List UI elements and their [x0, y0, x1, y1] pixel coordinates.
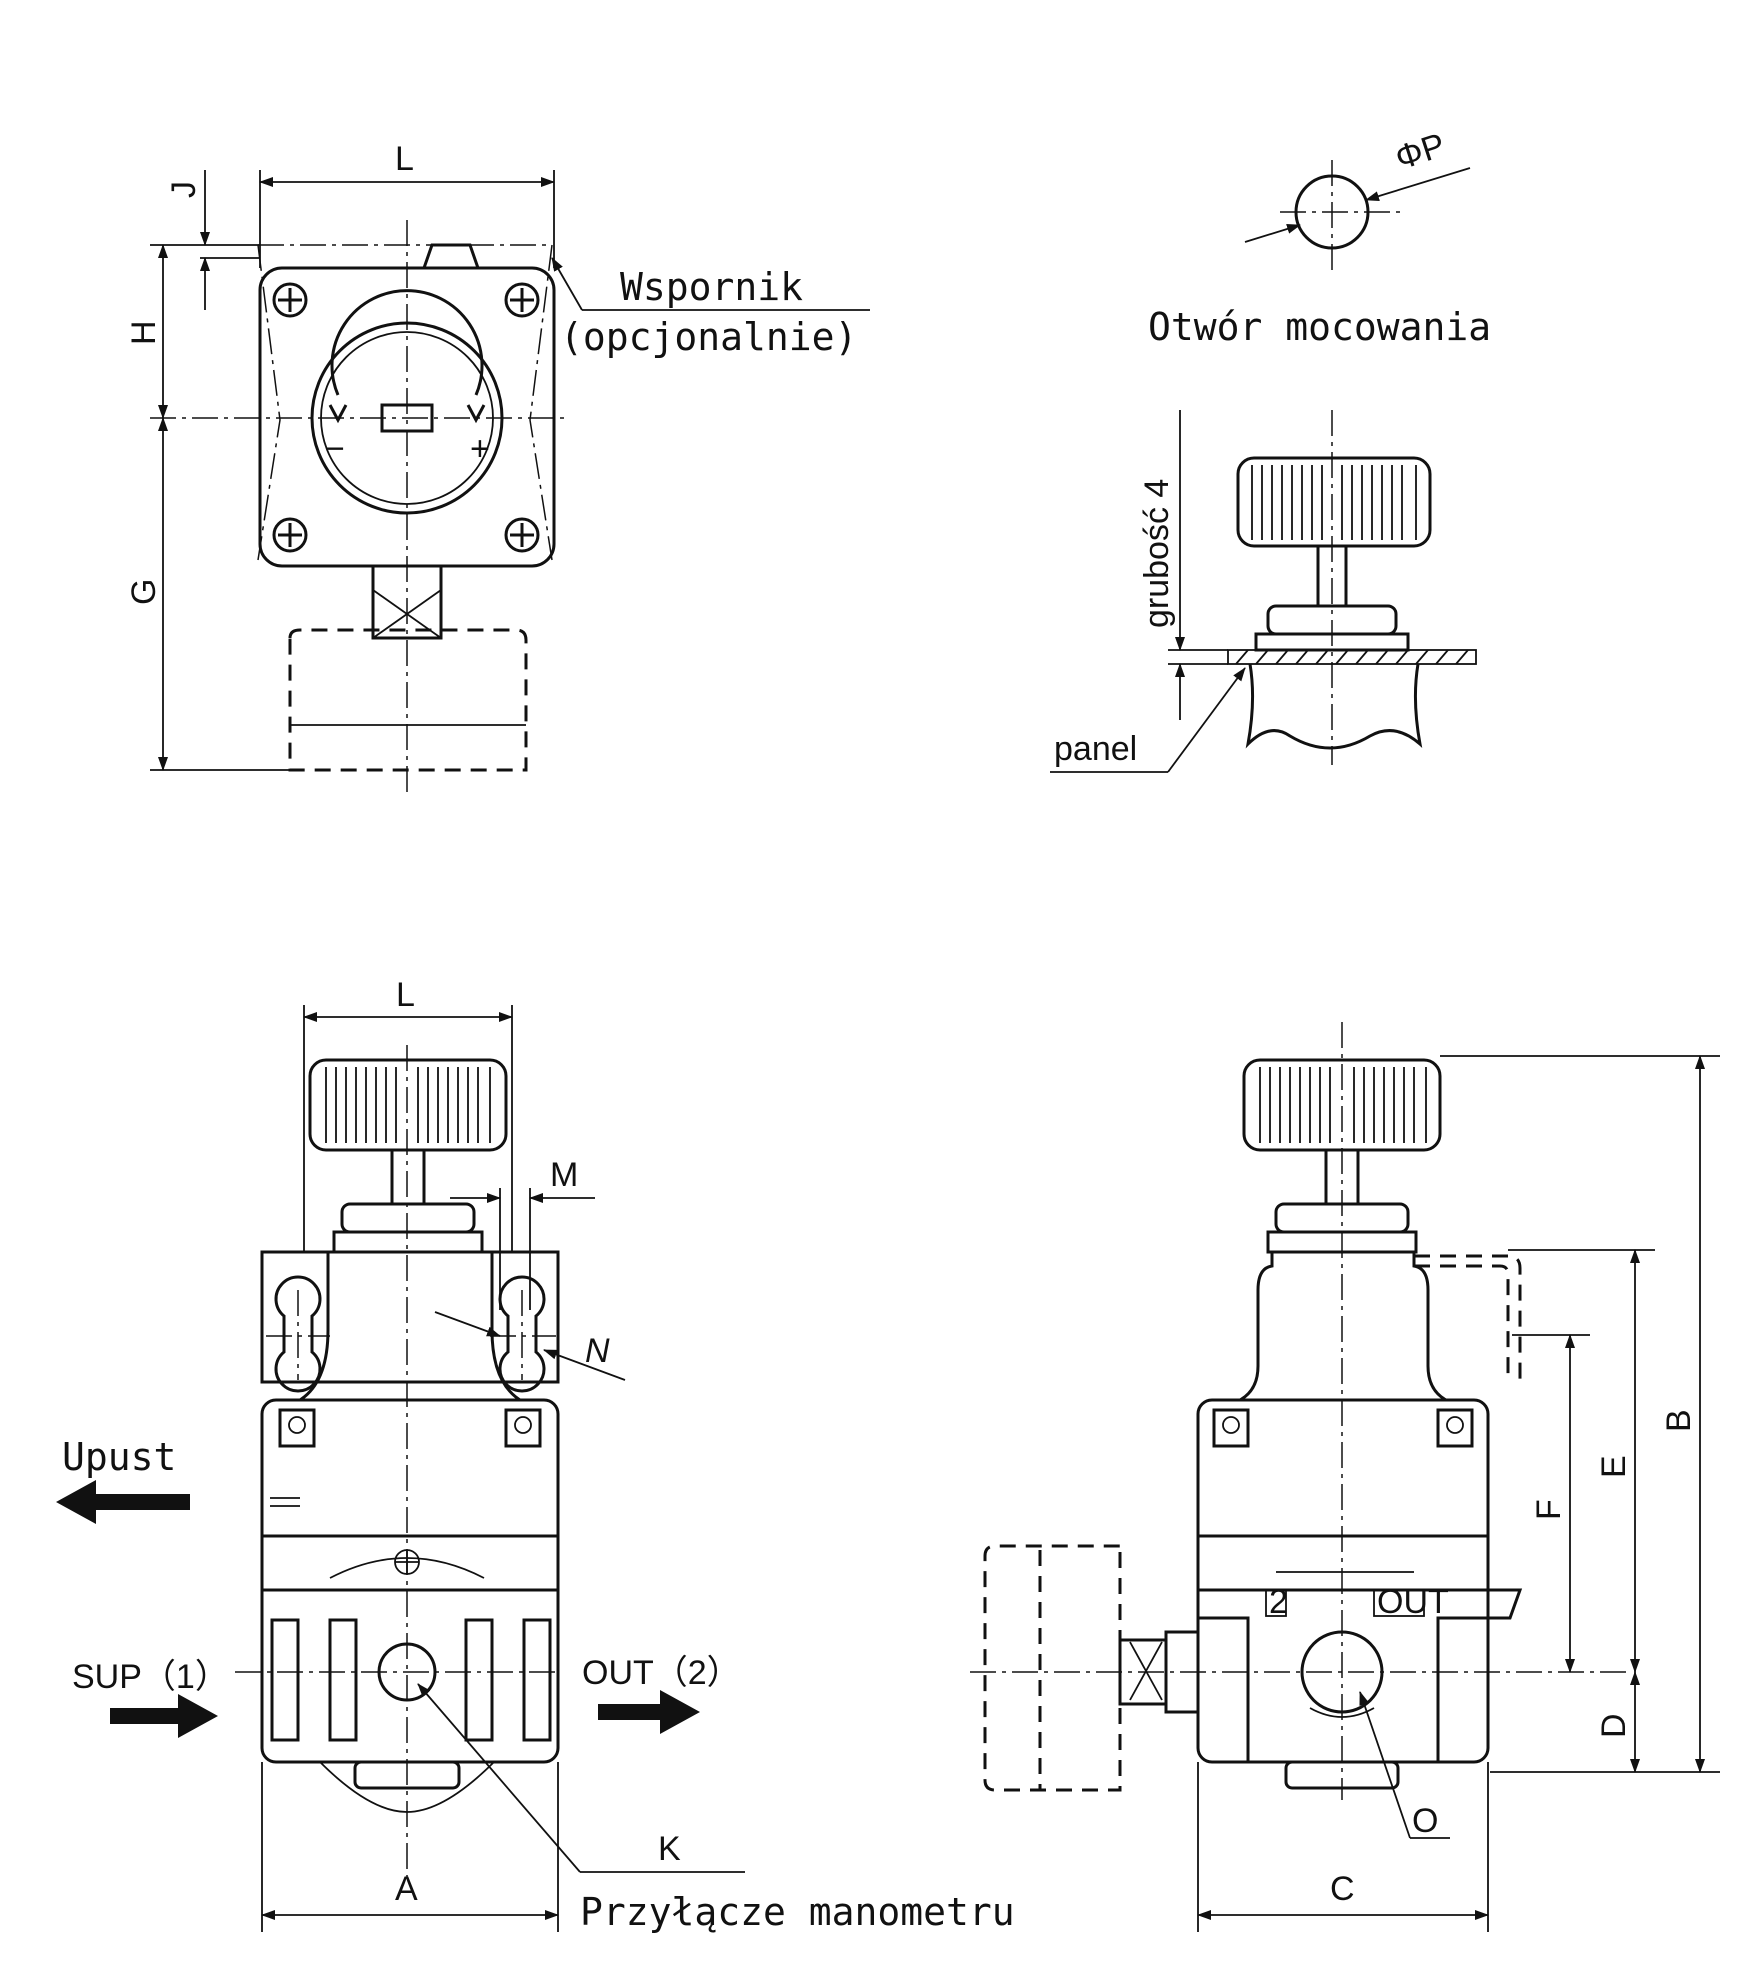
- label-port-2: 2: [1269, 1583, 1288, 1621]
- dim-label-D: D: [1595, 1713, 1633, 1738]
- keyhole-slot: [490, 1275, 556, 1393]
- dim-label-H: H: [125, 320, 163, 345]
- screw-icon: [504, 517, 540, 553]
- dim-label-L-top: L: [395, 140, 414, 178]
- screw-icon: [504, 282, 540, 318]
- knurl-pattern: [1251, 465, 1417, 540]
- label-bracket: Wspornik: [620, 265, 803, 309]
- dim-label-L-front: L: [396, 976, 415, 1014]
- arrow-right-icon: [110, 1694, 218, 1738]
- arrow-right-icon: [598, 1690, 700, 1734]
- label-out: OUT（2）: [582, 1654, 741, 1692]
- label-bracket-optional: (opcjonalnie): [560, 315, 857, 359]
- screw-icon: [272, 282, 308, 318]
- dim-label-P: ΦP: [1391, 126, 1450, 178]
- label-gauge-port: Przyłącze manometru: [580, 1890, 1015, 1934]
- dim-label-M: M: [550, 1156, 578, 1194]
- label-thickness: grubość 4: [1138, 479, 1176, 628]
- dim-label-K: K: [658, 1830, 681, 1868]
- label-mounting-hole: Otwór mocowania: [1148, 305, 1491, 349]
- dim-label-C: C: [1330, 1870, 1355, 1908]
- label-panel: panel: [1054, 730, 1137, 768]
- keyhole-slot: [266, 1275, 330, 1393]
- dim-label-J: J: [165, 181, 203, 198]
- side-view: 2 OUT O C B E: [970, 1022, 1720, 1932]
- label-sup: SUP（1）: [72, 1658, 229, 1696]
- dim-label-O: O: [1412, 1802, 1438, 1840]
- top-view: − + L J H G Wspornik (opcjonalnie): [125, 140, 870, 795]
- dim-label-G: G: [125, 579, 163, 605]
- panel-view: grubość 4 panel: [1050, 410, 1477, 773]
- dim-label-N: N: [585, 1332, 610, 1370]
- label-port-out: OUT: [1377, 1583, 1449, 1621]
- arrow-left-icon: [56, 1480, 190, 1524]
- svg-text:−: −: [325, 430, 345, 468]
- label-exhaust: Upust: [62, 1435, 176, 1479]
- dim-label-B: B: [1660, 1409, 1698, 1432]
- dim-label-A: A: [395, 1870, 418, 1908]
- mounting-hole-view: ΦP Otwór mocowania: [1148, 126, 1491, 349]
- screw-icon: [272, 517, 308, 553]
- dim-label-E: E: [1595, 1455, 1633, 1478]
- front-view: L M N A K Przyłącze manometru Upust SUP（…: [56, 976, 1015, 1934]
- svg-text:+: +: [470, 430, 490, 468]
- dim-label-F: F: [1530, 1499, 1568, 1520]
